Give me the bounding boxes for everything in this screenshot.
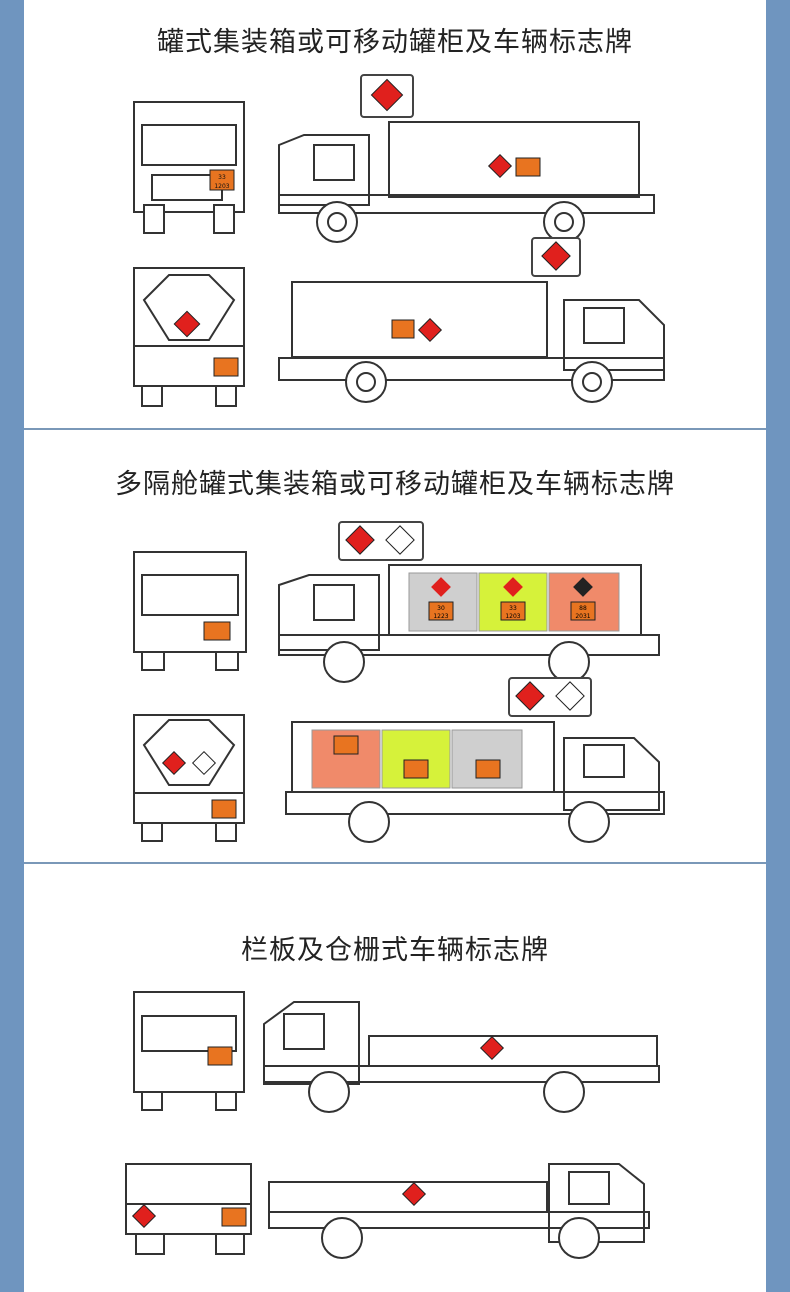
front-view-truck	[133, 101, 245, 234]
side-view-truck	[278, 121, 655, 243]
hazard-diamond	[401, 1181, 427, 1207]
section-title: 栏板及仓栅式车辆标志牌	[241, 935, 549, 966]
page-panel: 罐式集装箱或可移动罐柜及车辆标志牌 33 1203	[24, 0, 766, 1292]
compartment-2: 33 1203	[478, 572, 548, 632]
hazard-sign-raised	[360, 74, 414, 118]
side-view-truck-reversed	[278, 281, 665, 403]
hazard-sign-tank	[391, 317, 443, 343]
plate-bottom-number: 1203	[505, 613, 520, 620]
section-divider	[24, 428, 766, 430]
section-divider	[24, 862, 766, 864]
orange-plate	[203, 621, 231, 641]
front-view-truck	[133, 551, 247, 671]
plate-bottom-number: 1223	[433, 613, 448, 620]
compartment-3-reversed	[451, 729, 523, 789]
plate-bottom-number: 1203	[214, 183, 229, 190]
orange-plate	[221, 1207, 247, 1227]
hazard-diamond	[479, 1035, 505, 1061]
plate-top-number: 33	[218, 174, 226, 181]
compartment-2-reversed	[381, 729, 451, 789]
hazard-diamond	[161, 750, 187, 776]
tank-truck-diagram: 33 1203	[133, 74, 665, 407]
rear-view-truck	[133, 714, 245, 842]
hazard-diamond	[173, 310, 201, 338]
hazard-sign-raised	[338, 521, 424, 561]
hazard-sign-raised	[508, 677, 592, 717]
hazard-sign-raised	[531, 237, 581, 277]
compartment-1-reversed	[311, 729, 381, 789]
section-title: 罐式集装箱或可移动罐柜及车辆标志牌	[157, 27, 633, 58]
orange-plate	[207, 1046, 233, 1066]
orange-plate	[213, 357, 239, 377]
side-view-truck	[278, 564, 660, 683]
multi-compartment-diagram: 30 1223 33 1203 88 2031	[133, 521, 665, 843]
compartment-3: 88 2031	[548, 572, 620, 632]
plate-bottom-number: 2031	[575, 613, 590, 620]
rear-view-truck	[125, 1163, 252, 1255]
hazard-diamond	[131, 1203, 157, 1229]
side-view-truck-reversed	[268, 1163, 650, 1259]
hazard-sign-tank	[487, 153, 541, 179]
rear-view-truck	[133, 267, 245, 407]
section-title: 多隔舱罐式集装箱或可移动罐柜及车辆标志牌	[115, 469, 675, 500]
compartment-1: 30 1223	[408, 572, 478, 632]
flatbed-diagram	[125, 991, 660, 1259]
orange-plate	[211, 799, 237, 819]
plate-top-number: 33	[509, 605, 517, 612]
section-tank-container: 罐式集装箱或可移动罐柜及车辆标志牌 33 1203	[24, 0, 766, 428]
plate-top-number: 30	[437, 605, 445, 612]
side-view-truck-reversed	[285, 721, 665, 843]
front-view-truck	[133, 991, 245, 1111]
orange-plate: 33 1203	[209, 169, 235, 191]
plate-top-number: 88	[579, 605, 587, 612]
section-flatbed: 栏板及仓栅式车辆标志牌	[24, 864, 766, 1292]
corrosive-diamond	[191, 750, 217, 776]
side-view-truck	[263, 1001, 660, 1113]
section-multi-compartment: 多隔舱罐式集装箱或可移动罐柜及车辆标志牌	[24, 430, 766, 862]
